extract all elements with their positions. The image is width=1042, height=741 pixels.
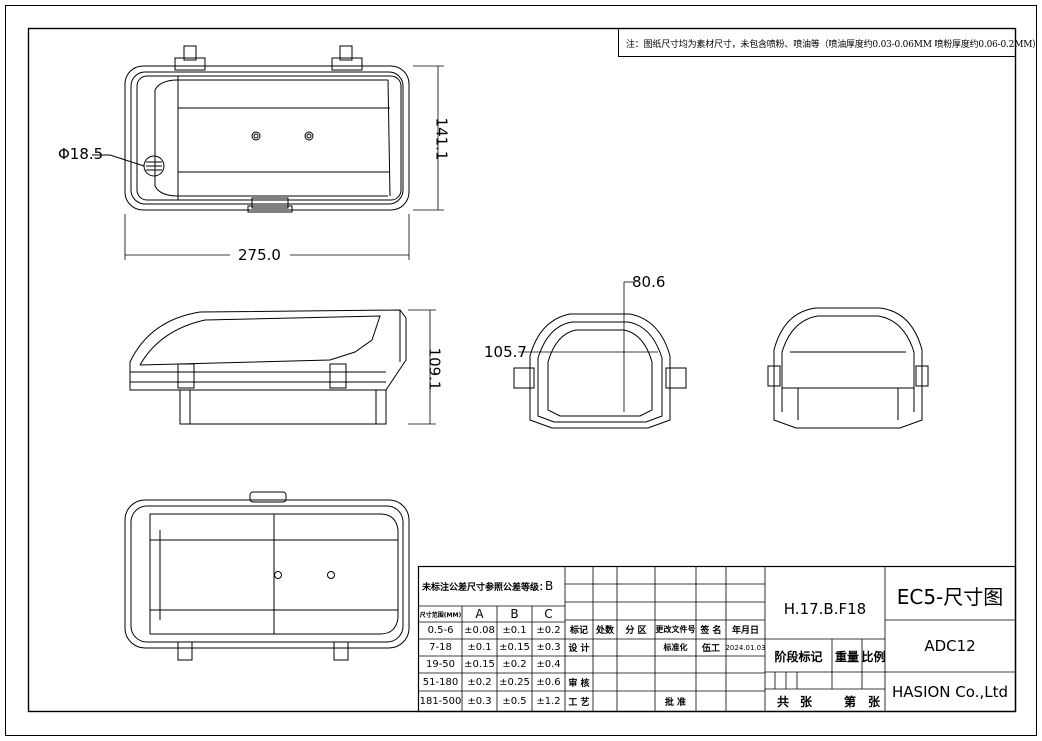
dim-height-top: 141.1	[432, 117, 451, 161]
tol-row-range: 7-18	[429, 642, 452, 653]
dim-end-height: 105.7	[484, 343, 527, 361]
tol-row-range: 181-500	[419, 695, 462, 707]
rev-header-file: 更改文件号	[655, 624, 696, 634]
tol-row-b: ±0.15	[499, 642, 530, 653]
material: ADC12	[924, 637, 976, 655]
tol-row-b: ±0.5	[502, 695, 527, 707]
bottom-view	[124, 491, 410, 661]
rev-approval-label: 批 准	[664, 697, 687, 708]
page-sheets-label: 张	[867, 694, 880, 709]
tol-header-c: C	[544, 607, 553, 621]
stage-mark-label: 阶段标记	[774, 649, 823, 664]
tol-header-a: A	[475, 607, 484, 621]
rev-design-label: 设 计	[568, 644, 590, 654]
tol-row-a: ±0.15	[464, 659, 495, 670]
tol-row-range: 19-50	[425, 659, 456, 670]
rev-date: 2024.01.03	[725, 643, 766, 652]
rev-standardization-label: 标准化	[663, 642, 688, 652]
rev-process-label: 工 艺	[568, 697, 590, 708]
rev-review-label: 审 核	[568, 678, 590, 689]
tol-row-c: ±0.3	[536, 642, 561, 653]
tol-row-b: ±0.1	[502, 625, 527, 636]
tol-row-b: ±0.25	[499, 676, 530, 688]
rev-header-count: 处数	[595, 626, 614, 636]
dim-height-side: 109.1	[425, 347, 444, 391]
outer-frame	[5, 5, 1037, 736]
drawing-title: EC5-尺寸图	[896, 584, 1004, 609]
tol-header-range: 尺寸范围(MM)	[419, 611, 462, 619]
note-text: 注：图纸尺寸均为素材尺寸，未包含喷粉、喷油等（喷油厚度约0.03-0.06MM …	[626, 40, 1042, 50]
tolerance-title: 未标注公差尺寸参照公差等级：	[422, 582, 549, 593]
drawing-number: H.17.B.F18	[783, 600, 867, 618]
tolerance-grade: B	[545, 579, 554, 593]
tol-header-b: B	[510, 607, 519, 621]
tol-row-range: 0.5-6	[427, 625, 454, 636]
rev-header-zone: 分 区	[625, 626, 647, 636]
tol-row-c: ±0.2	[536, 625, 561, 636]
total-sheets-label: 张	[799, 694, 812, 709]
rev-designer: 伍工	[701, 644, 720, 654]
company-name: HASION Co.,Ltd	[892, 683, 1008, 701]
tol-row-a: ±0.3	[467, 695, 492, 707]
tol-row-a: ±0.1	[467, 642, 492, 653]
note-box	[618, 28, 1016, 57]
title-block-grid	[417, 565, 1017, 713]
end-view-front	[513, 313, 687, 429]
dim-end-width: 80.6	[632, 273, 666, 291]
tol-row-b: ±0.2	[502, 659, 527, 670]
scale-label: 比例	[861, 649, 886, 664]
tol-row-c: ±1.2	[536, 695, 561, 707]
tol-row-a: ±0.08	[464, 625, 495, 636]
side-view	[129, 309, 407, 425]
dim-diameter: Φ18.5	[58, 145, 104, 163]
weight-label: 重量	[834, 649, 859, 664]
top-view	[92, 45, 410, 213]
tol-row-c: ±0.6	[536, 676, 561, 688]
rev-header-sign: 签 名	[700, 626, 722, 636]
dim-length: 275.0	[238, 246, 281, 264]
page-label: 第	[843, 694, 856, 709]
tol-row-range: 51-180	[422, 676, 459, 688]
tol-row-c: ±0.4	[536, 659, 561, 670]
tol-row-a: ±0.2	[467, 676, 492, 688]
rev-header-date: 年月日	[731, 626, 759, 636]
end-view-back	[767, 307, 929, 429]
total-label: 共	[776, 694, 789, 709]
rev-header-mark: 标记	[569, 626, 588, 636]
